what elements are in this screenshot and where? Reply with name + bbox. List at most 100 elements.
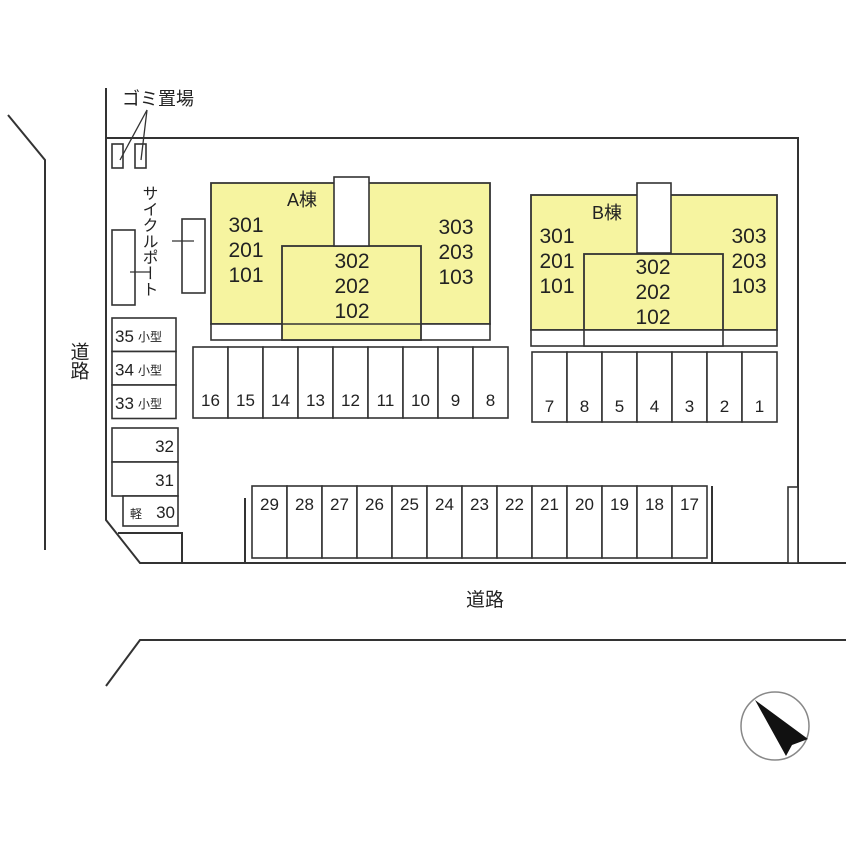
parking-stall: 11	[367, 346, 404, 419]
stall-number: 12	[341, 391, 360, 410]
building-b-name: B棟	[592, 203, 622, 223]
parking-stall: 8	[472, 346, 509, 419]
unit-number: 303	[731, 225, 766, 248]
stall-number: 25	[400, 495, 419, 514]
parking-stall: 31	[111, 461, 179, 497]
cycle-port-label: サイクルポート	[140, 185, 158, 297]
stall-number: 8	[580, 397, 589, 416]
parking-stall: 4	[636, 351, 673, 423]
unit-number: 202	[635, 281, 670, 304]
parking-stall: 16	[192, 346, 229, 419]
parking-stall: 21	[531, 485, 568, 559]
stall-number: 24	[435, 495, 454, 514]
parking-stall: 18	[636, 485, 673, 559]
cycle-port-rack	[181, 218, 206, 294]
stall-tag: 小型	[138, 364, 162, 378]
unit-number: 101	[228, 264, 263, 287]
stall-number: 17	[680, 495, 699, 514]
stall-number: 7	[545, 397, 554, 416]
unit-number: 301	[539, 225, 574, 248]
parking-stall: 3	[671, 351, 708, 423]
parking-stall: 17	[671, 485, 708, 559]
unit-number: 103	[438, 266, 473, 289]
unit-number: 201	[539, 250, 574, 273]
unit-number: 103	[731, 275, 766, 298]
unit-number: 302	[635, 256, 670, 279]
parking-stall: 24	[426, 485, 463, 559]
stall-number: 22	[505, 495, 524, 514]
stall-number: 35	[115, 327, 134, 346]
stall-number: 11	[377, 391, 395, 410]
parking-stall: 8	[566, 351, 603, 423]
unit-number: 203	[731, 250, 766, 273]
stall-number: 18	[645, 495, 664, 514]
unit-number: 201	[228, 239, 263, 262]
stall-tag: 軽	[130, 507, 142, 521]
parking-stall: 14	[262, 346, 299, 419]
corner-curb	[118, 532, 183, 563]
parking-stall: 20	[566, 485, 603, 559]
parking-stall: 1	[741, 351, 778, 423]
parking-stall: 29	[251, 485, 288, 559]
unit-number: 203	[438, 241, 473, 264]
parking-stall: 5	[601, 351, 638, 423]
parking-stall: 26	[356, 485, 393, 559]
stall-number: 33	[115, 394, 134, 413]
stall-number: 23	[470, 495, 489, 514]
parking-stall-small: 33 小型	[111, 384, 177, 420]
stall-number: 1	[755, 397, 764, 416]
bottom-road-edge	[105, 639, 846, 687]
garbage-label: ゴミ置場	[122, 89, 194, 109]
parking-stall: 28	[286, 485, 323, 559]
stall-tag: 小型	[138, 397, 162, 411]
parking-stall: 13	[297, 346, 334, 419]
stall-number: 34	[115, 361, 134, 380]
building-b: B棟	[530, 182, 778, 347]
parking-stall: 27	[321, 485, 358, 559]
gate-post	[787, 486, 799, 564]
parking-stall: 7	[531, 351, 568, 423]
building-a-name: A棟	[287, 190, 317, 210]
stall-number: 32	[155, 437, 174, 456]
stall-number: 27	[330, 495, 349, 514]
unit-number: 302	[334, 250, 369, 273]
unit-number: 101	[539, 275, 574, 298]
parking-stall: 23	[461, 485, 498, 559]
site-boundary	[105, 88, 846, 564]
stall-number: 8	[486, 391, 495, 410]
stall-number: 20	[575, 495, 594, 514]
stall-number: 5	[615, 397, 624, 416]
parking-stall: 22	[496, 485, 533, 559]
stall-number: 15	[236, 391, 255, 410]
north-arrow-icon	[740, 691, 810, 761]
building-a: A棟	[210, 176, 491, 341]
stall-number: 2	[720, 397, 729, 416]
parking-stall: 25	[391, 485, 428, 559]
parking-stall: 10	[402, 346, 439, 419]
garbage-box	[134, 143, 147, 169]
unit-number: 202	[334, 275, 369, 298]
unit-number: 102	[334, 300, 369, 323]
stall-number: 28	[295, 495, 314, 514]
stall-number: 31	[155, 471, 174, 490]
road-label-bottom: 道路	[466, 589, 504, 611]
site-boundary-top	[106, 137, 799, 563]
stall-number: 29	[260, 495, 279, 514]
parking-stall: 2	[706, 351, 743, 423]
parking-stall-kei: 軽 30	[122, 495, 179, 527]
parking-stall-small: 35 小型	[111, 317, 177, 353]
stall-number: 30	[156, 503, 175, 522]
unit-number: 102	[635, 306, 670, 329]
stall-number: 16	[201, 391, 220, 410]
unit-number: 301	[228, 214, 263, 237]
unit-number: 303	[438, 216, 473, 239]
parking-stall: 9	[437, 346, 474, 419]
road-label-left: 道路	[68, 342, 90, 380]
stall-number: 13	[306, 391, 325, 410]
stall-number: 21	[540, 495, 559, 514]
left-road-edge	[7, 114, 46, 550]
stall-tag: 小型	[138, 330, 162, 344]
stall-number: 14	[271, 391, 290, 410]
stall-number: 4	[650, 397, 659, 416]
